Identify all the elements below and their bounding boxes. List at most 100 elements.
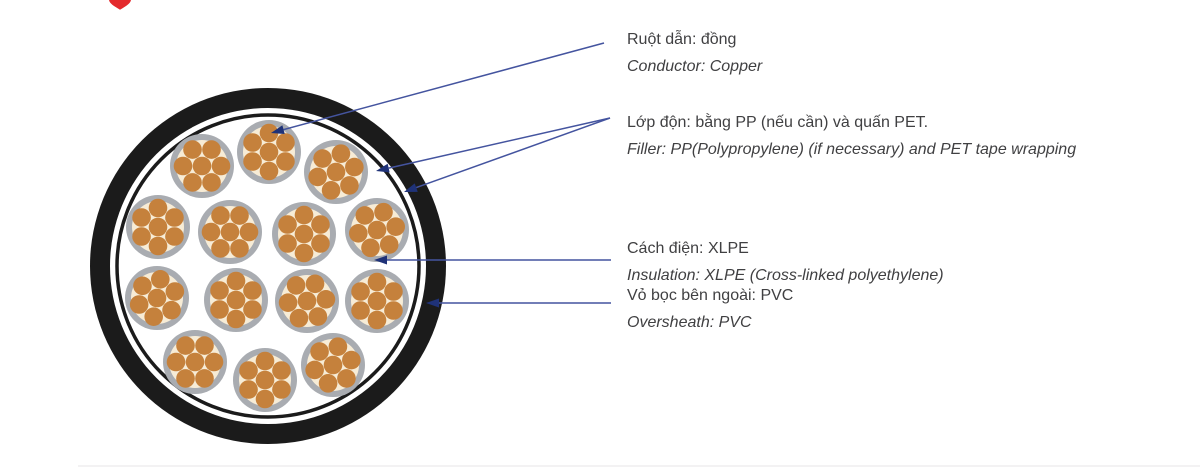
copper-strand	[165, 227, 184, 246]
copper-strand	[316, 290, 336, 309]
copper-strand	[345, 157, 364, 177]
copper-strand	[211, 206, 230, 225]
copper-strand	[255, 351, 275, 371]
brand-logo-mark	[109, 0, 131, 10]
core-bundle	[301, 333, 365, 397]
arrow-insulation	[374, 255, 611, 265]
copper-strand	[278, 293, 298, 312]
copper-strand	[294, 243, 314, 263]
copper-strand	[355, 206, 375, 225]
copper-strand	[211, 156, 231, 176]
copper-strand	[173, 156, 193, 176]
copper-strand	[255, 389, 275, 409]
copper-strand	[305, 360, 324, 380]
copper-strand	[148, 198, 168, 218]
copper-strand	[147, 288, 167, 308]
copper-strand	[308, 167, 327, 187]
copper-strand	[211, 239, 230, 258]
copper-strand	[331, 144, 351, 163]
copper-strand	[255, 370, 275, 390]
core-bundle	[275, 269, 339, 333]
core-bundle	[125, 266, 189, 330]
copper-strand	[348, 223, 368, 243]
label-conductor: Ruột dẫn: đồng Conductor: Copper	[627, 28, 762, 78]
copper-strand	[276, 133, 295, 152]
copper-strand	[133, 276, 152, 296]
callout-line	[388, 117, 611, 169]
copper-strand	[276, 152, 295, 171]
copper-strand	[278, 215, 297, 234]
copper-strand	[367, 220, 387, 240]
copper-strand	[150, 269, 170, 289]
copper-strand	[272, 361, 291, 380]
core-bundle	[170, 134, 234, 198]
copper-strand	[165, 282, 185, 301]
copper-strand	[202, 140, 221, 159]
label-insulation-en: Insulation: XLPE (Cross-linked polyethyl…	[627, 267, 944, 284]
copper-strand	[226, 309, 246, 329]
copper-strand	[176, 336, 195, 355]
label-oversheath-en: Oversheath: PVC	[627, 314, 752, 331]
core-bundle	[198, 200, 262, 264]
copper-strand	[340, 176, 359, 195]
copper-strand	[132, 208, 151, 227]
copper-strand	[202, 173, 221, 192]
copper-strand	[337, 369, 356, 388]
copper-strand	[226, 271, 246, 291]
copper-strand	[195, 369, 214, 388]
copper-strand	[148, 236, 168, 256]
copper-strand	[132, 227, 151, 246]
copper-strand	[148, 217, 168, 237]
core-bundle	[233, 348, 297, 412]
label-insulation: Cách điện: XLPE Insulation: XLPE (Cross-…	[627, 237, 944, 287]
copper-strand	[384, 282, 403, 301]
copper-strand	[386, 217, 406, 237]
core-bundle	[204, 268, 268, 332]
copper-strand	[183, 173, 202, 192]
copper-strand	[239, 222, 259, 242]
copper-strand	[230, 206, 249, 225]
copper-strand	[321, 181, 341, 200]
callout-arrowhead	[374, 255, 387, 265]
copper-strand	[259, 161, 279, 181]
label-insulation-vi: Cách điện: XLPE	[627, 240, 749, 257]
arrow-conductor	[271, 42, 605, 134]
label-conductor-en: Conductor: Copper	[627, 58, 763, 75]
copper-strand	[239, 361, 258, 380]
copper-strand	[162, 300, 181, 320]
copper-strand	[351, 282, 370, 301]
copper-strand	[129, 295, 149, 314]
label-oversheath: Vỏ bọc bên ngoài: PVC Oversheath: PVC	[627, 284, 793, 334]
copper-strand	[144, 307, 164, 327]
copper-strand	[308, 307, 328, 326]
copper-strand	[230, 239, 249, 258]
copper-strand	[318, 374, 338, 393]
label-filler-vi: Lớp độn: bằng PP (nếu cần) và quấn PET.	[627, 114, 929, 131]
copper-strand	[226, 290, 246, 310]
core-bundle	[345, 198, 409, 262]
core-bundle	[163, 330, 227, 394]
copper-strand	[272, 380, 291, 399]
core-bundle	[272, 202, 336, 266]
copper-strand	[220, 222, 240, 242]
copper-strand	[367, 272, 387, 292]
copper-strand	[379, 235, 399, 254]
copper-strand	[243, 281, 262, 300]
copper-strand	[294, 205, 314, 225]
copper-strand	[278, 234, 297, 253]
label-filler-en: Filler: PP(Polypropylene) (if necessary)…	[627, 141, 1077, 158]
copper-strand	[243, 133, 262, 152]
callout-line	[283, 42, 605, 131]
copper-strand	[311, 234, 330, 253]
arrow-oversheath	[426, 298, 611, 308]
copper-strand	[286, 276, 306, 295]
label-filler: Lớp độn: bằng PP (nếu cần) và quấn PET. …	[627, 111, 1076, 161]
core-bundle	[304, 140, 368, 204]
copper-strand	[310, 342, 329, 361]
copper-strand	[289, 308, 309, 328]
copper-strand	[210, 281, 229, 300]
label-oversheath-vi: Vỏ bọc bên ngoài: PVC	[627, 287, 794, 304]
core-bundle	[345, 269, 409, 333]
copper-strand	[342, 350, 361, 370]
copper-strand	[305, 274, 325, 294]
